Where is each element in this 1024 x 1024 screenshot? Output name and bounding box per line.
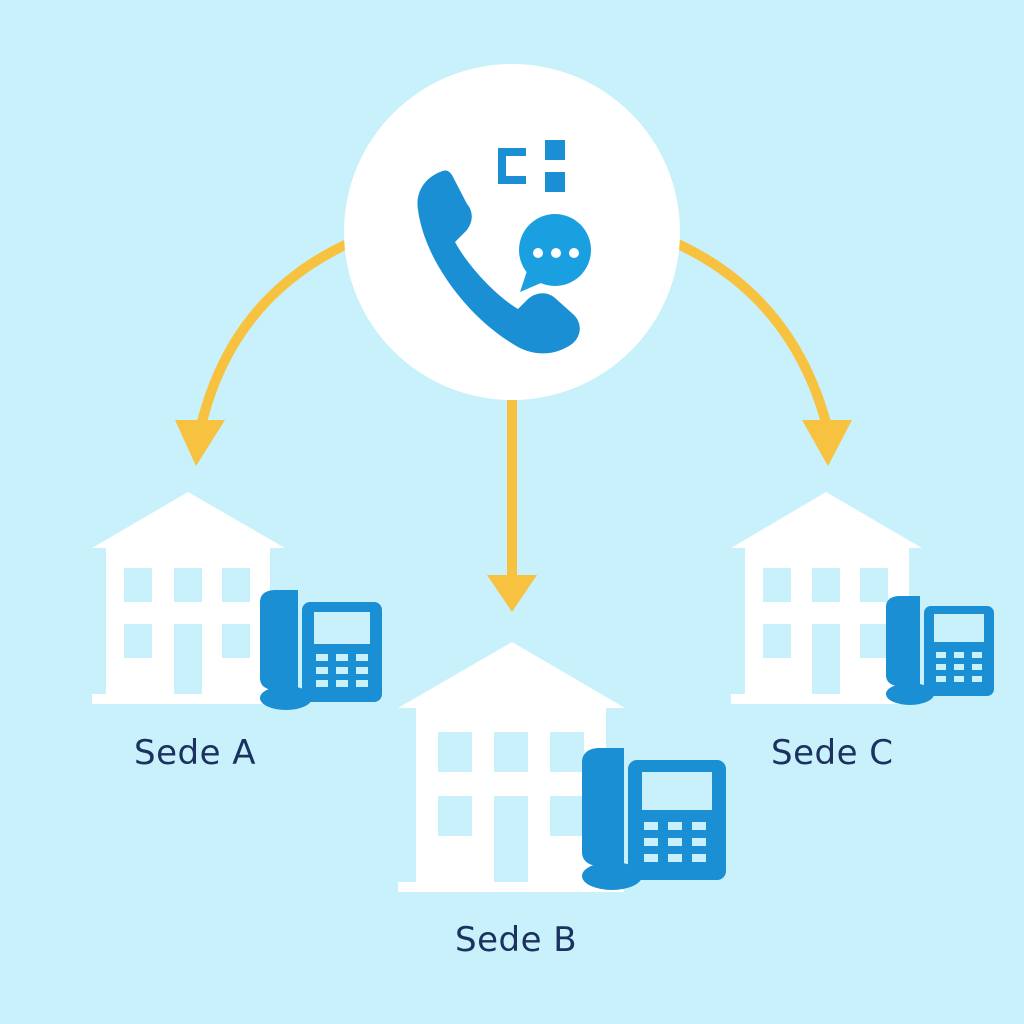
- building-icon: [398, 642, 625, 892]
- arrow-to-sede-c: [675, 240, 833, 435]
- qr-code-icon: [498, 140, 565, 192]
- hub: [344, 64, 680, 400]
- arrow-to-sede-a: [195, 240, 350, 435]
- arrow-head-b-icon: [487, 575, 537, 612]
- phone-handset-icon: [417, 170, 580, 354]
- routing-arrows: [195, 240, 833, 585]
- arrow-head-c-icon: [802, 420, 852, 466]
- site-label-sede-c: Sede C: [771, 733, 894, 773]
- desk-phone-icon: [886, 596, 994, 705]
- chat-bubble-icon: [519, 214, 591, 292]
- site-sede-c: [731, 492, 994, 705]
- desk-phone-icon: [582, 748, 726, 890]
- desk-phone-icon: [260, 590, 382, 710]
- building-icon: [92, 492, 285, 704]
- hub-circle: [344, 64, 680, 400]
- site-sede-a: [92, 492, 382, 710]
- site-label-sede-a: Sede A: [134, 733, 257, 773]
- building-icon: [731, 492, 923, 704]
- arrow-head-a-icon: [175, 420, 225, 466]
- site-label-sede-b: Sede B: [455, 920, 578, 960]
- site-sede-b: [398, 642, 726, 892]
